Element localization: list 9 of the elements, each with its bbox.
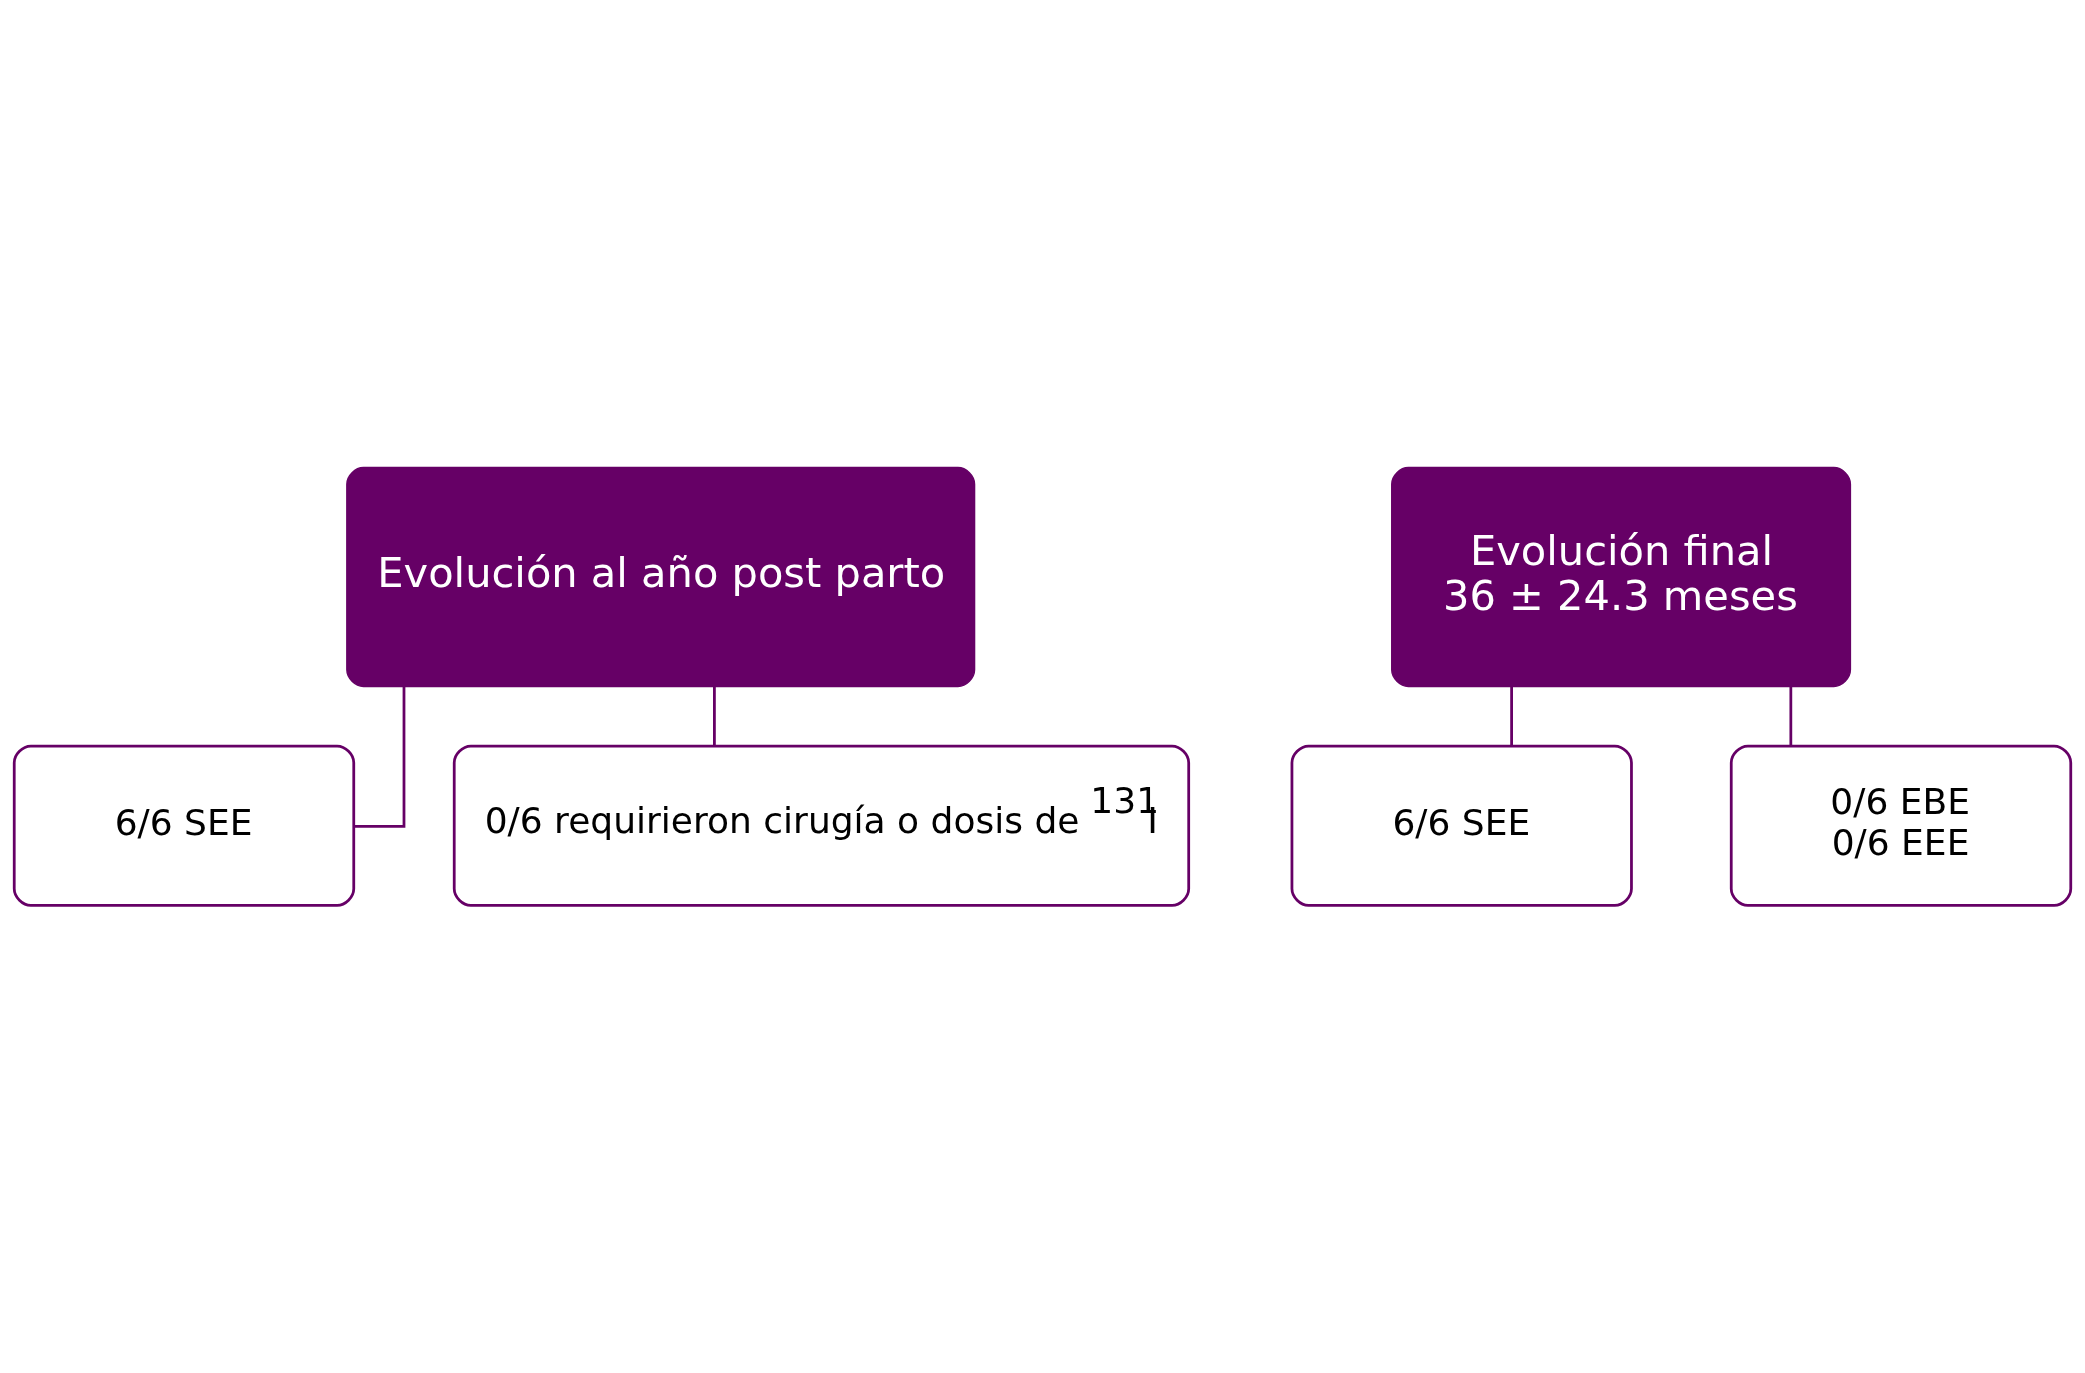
connector bbox=[354, 686, 406, 828]
node-box: Evolución al año post parto bbox=[346, 466, 976, 688]
node-box: 0/6 EBE 0/6 EEE bbox=[1729, 744, 2073, 907]
node-box: 6/6 SEE bbox=[12, 744, 356, 907]
node-box: 6/6 SEE bbox=[1290, 744, 1633, 907]
connector bbox=[1510, 686, 1513, 746]
node-box: Evolución final 36 ± 24.3 meses bbox=[1391, 466, 1852, 688]
connector bbox=[1789, 686, 1793, 746]
connector bbox=[713, 686, 716, 746]
